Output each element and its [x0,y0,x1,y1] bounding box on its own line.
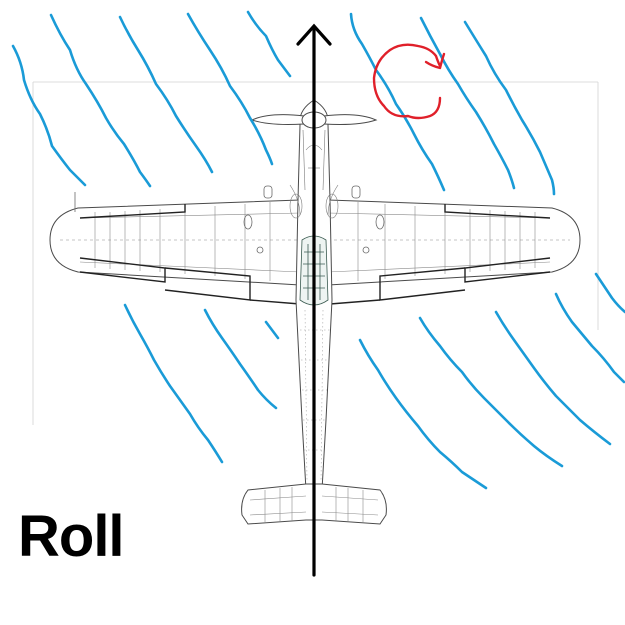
tailplane-panel-lines [249,487,379,522]
airflow-line [203,308,278,410]
wing-panel-lines [60,202,570,281]
airflow-line [554,292,625,384]
curved-arrow-icon [372,43,446,120]
roll-axis [296,23,332,577]
airflow-line [463,20,556,196]
airflow-line [49,13,152,188]
airflow-line [494,310,612,446]
airflow-line [418,316,564,468]
airflow-line [358,338,488,490]
up-arrow-icon [296,23,332,46]
airflow-line [264,320,280,340]
airflow-line [246,10,292,78]
roll-label: Roll [18,504,125,569]
wing-details [74,185,385,254]
airflow-line [186,12,274,166]
airflow-line [594,272,625,314]
airflow-line [11,44,87,187]
airflow-line [118,15,214,174]
airflow-line [419,16,516,190]
airflow-lines [11,10,625,490]
engine-cowling [289,129,339,219]
airflow-line [123,303,224,464]
airflow-line [349,12,446,192]
wing-control-surfaces [79,204,551,305]
